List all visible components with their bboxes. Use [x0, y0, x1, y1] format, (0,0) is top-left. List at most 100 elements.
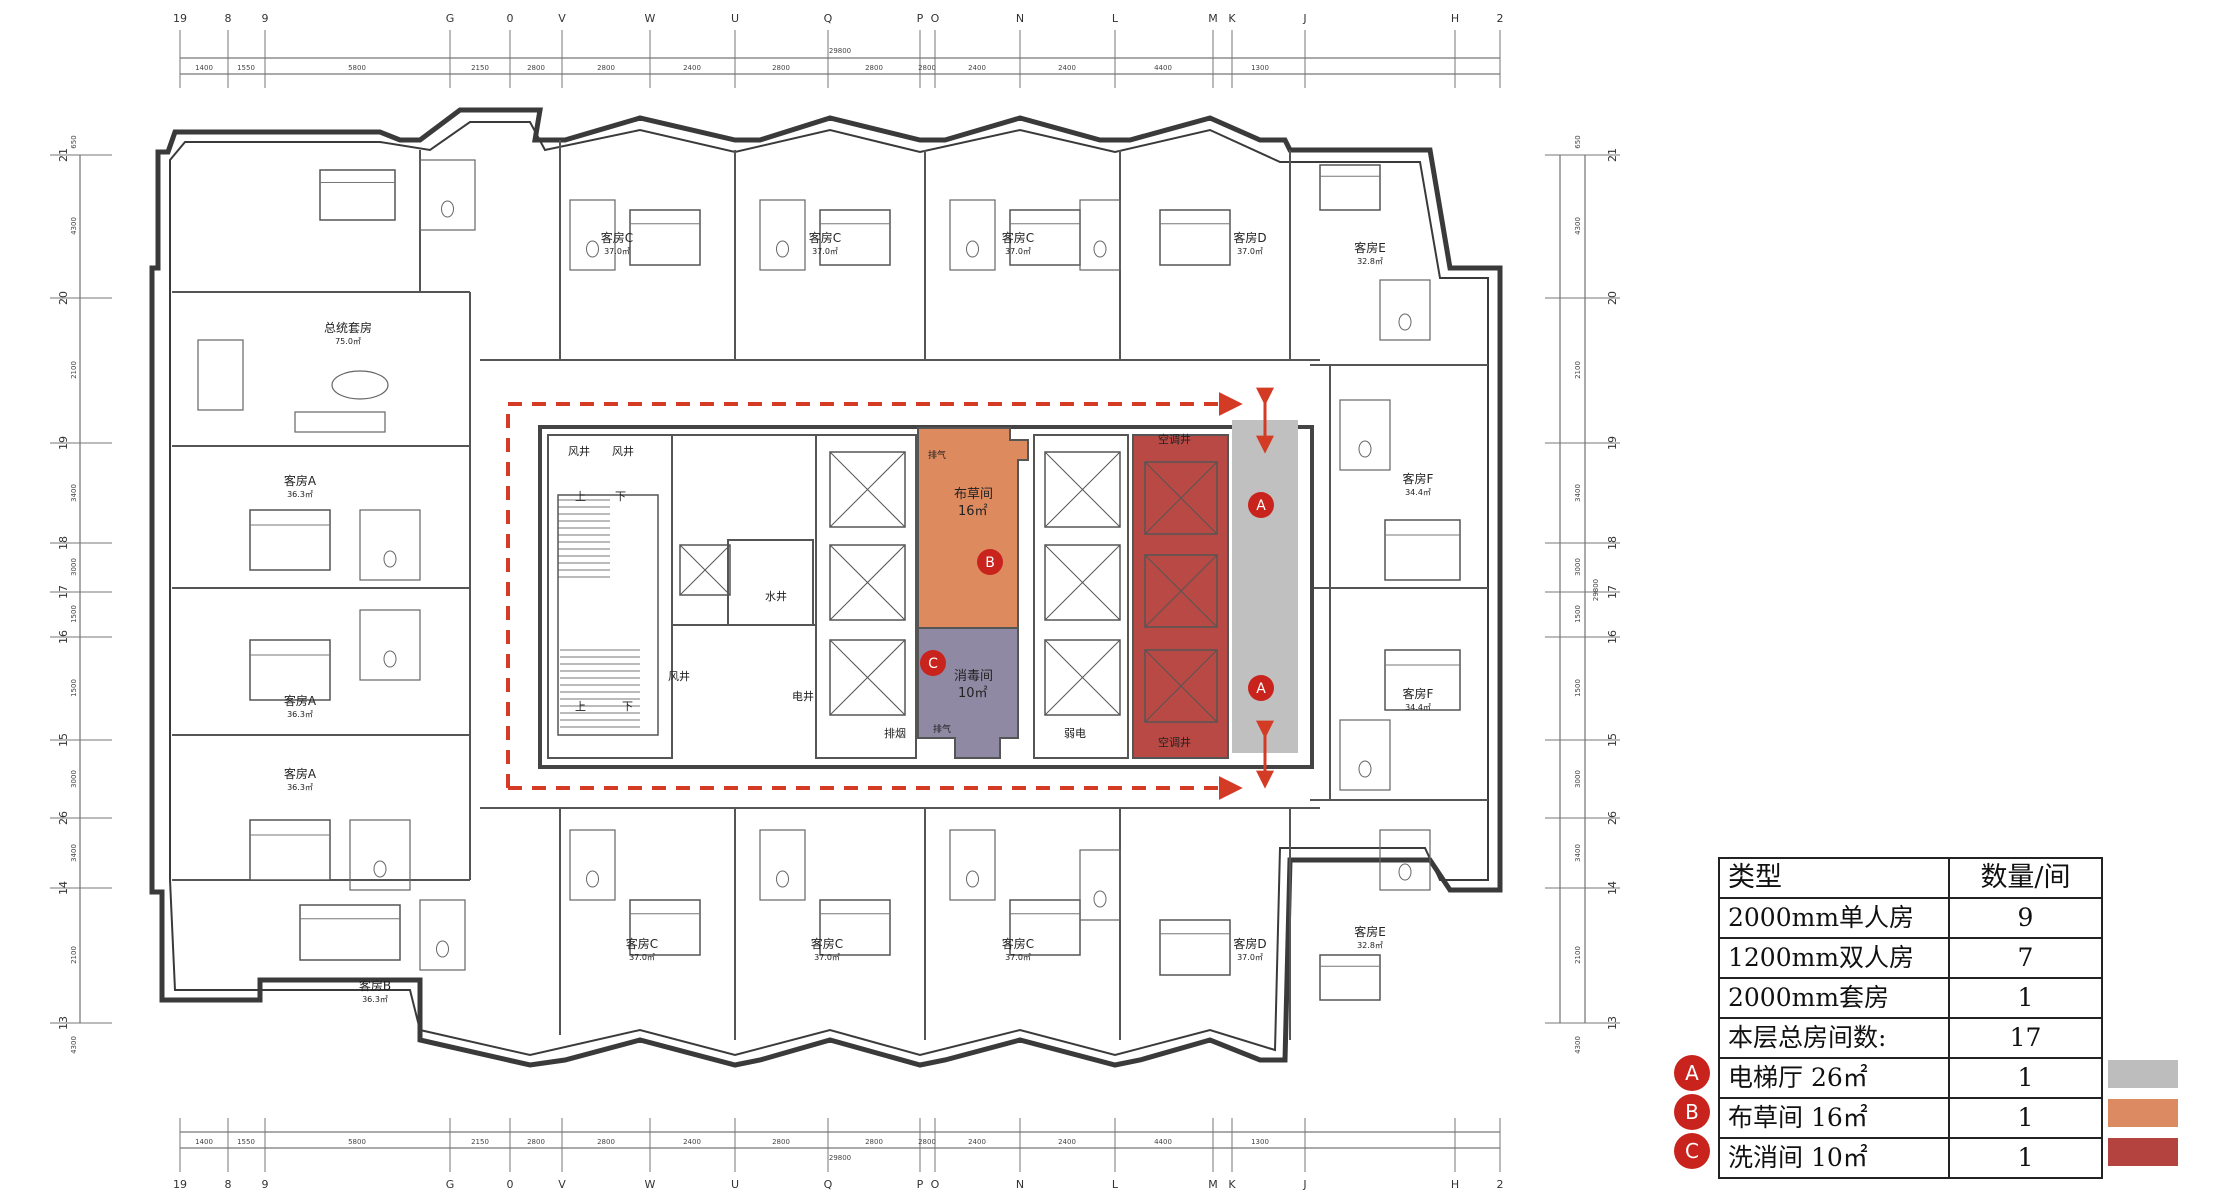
grid-axis-label-bottom: 9 — [262, 1178, 269, 1191]
dimension-bottom: 2400 — [968, 1138, 986, 1146]
toilet — [1398, 313, 1412, 331]
room-name: 客房C — [809, 230, 841, 245]
wind-shaft-1: 风井 — [568, 444, 590, 458]
dimension-left: 1500 — [70, 679, 78, 697]
room-labels: 客房C 37.0㎡ 客房C 37.0㎡ 客房C 37.0㎡ 客房D 37.0㎡ … — [284, 230, 1434, 1004]
dimension-left: 3000 — [70, 558, 78, 576]
dimension-left: 3400 — [70, 484, 78, 502]
room-area: 75.0㎡ — [335, 337, 361, 346]
grid-axis-label-left: 17 — [57, 585, 70, 599]
smoke-label: 排烟 — [884, 726, 906, 740]
row-value: 1 — [1948, 1057, 2103, 1099]
exhaust-2: 排气 — [933, 723, 951, 735]
grid-axis-label-right: 26 — [1606, 811, 1619, 825]
toilet — [1093, 890, 1107, 908]
dimension-right: 2100 — [1574, 361, 1582, 379]
room-area: 34.4㎡ — [1405, 488, 1431, 497]
bathroom — [349, 819, 411, 891]
bed — [249, 509, 331, 571]
bathroom — [569, 829, 616, 901]
legend-swatch-disinfection-room — [2108, 1138, 2178, 1166]
stairwell — [557, 494, 659, 736]
grid-axis-label-left: 13 — [57, 1016, 70, 1030]
table-row: 2000mm单人房 9 — [1718, 897, 2103, 939]
row-label: 1200mm双人房 — [1718, 937, 1950, 979]
partitions — [172, 140, 1488, 1040]
dimension-top: 1550 — [237, 64, 255, 72]
grid-axis-label-top: J — [1302, 12, 1306, 25]
dimension-bottom: 2400 — [1058, 1138, 1076, 1146]
bed — [629, 209, 701, 266]
dimension-right: 1500 — [1574, 605, 1582, 623]
dimension-left: 3400 — [70, 844, 78, 862]
grid-axis-label-right: 16 — [1606, 630, 1619, 644]
toilet — [586, 240, 599, 258]
bed — [1319, 164, 1381, 211]
ac-shaft-2: 空调井 — [1158, 735, 1191, 749]
sofa — [294, 411, 386, 433]
bed — [1009, 209, 1081, 266]
grid-axis-label-bottom: U — [731, 1178, 739, 1191]
grid-axis-label-top: Q — [824, 12, 833, 25]
room-name: 客房C — [1002, 230, 1034, 245]
elevator-shaft — [829, 451, 906, 528]
grid-axis-label-left: 19 — [57, 436, 70, 450]
room-name: 客房A — [284, 766, 317, 781]
dimension-bottom: 2150 — [471, 1138, 489, 1146]
dimension-right: 2100 — [1574, 946, 1582, 964]
room-area: 34.4㎡ — [1405, 703, 1431, 712]
legend-swatch-elevator-hall — [2108, 1060, 2178, 1088]
grid-axis-label-left: 14 — [57, 881, 70, 895]
bed — [1009, 899, 1081, 956]
grid-axis-label-top: 2 — [1497, 12, 1504, 25]
grid-axis-label-bottom: W — [645, 1178, 656, 1191]
room-area: 37.0㎡ — [1005, 247, 1031, 256]
dimension-top: 2800 — [527, 64, 545, 72]
elevator-shaft — [1044, 544, 1121, 621]
grid-axis-label-left: 15 — [57, 733, 70, 747]
bed — [1159, 209, 1231, 266]
grid-axis-label-top: K — [1228, 12, 1236, 25]
room-name: 客房D — [1233, 230, 1266, 245]
dimension-left: 1500 — [70, 605, 78, 623]
dimension-left: 2100 — [70, 946, 78, 964]
grid-axis-label-top: N — [1016, 12, 1024, 25]
toilet — [383, 650, 397, 668]
dimension-left: 2100 — [70, 361, 78, 379]
dimension-bottom: 1400 — [195, 1138, 213, 1146]
service-core — [538, 420, 1314, 769]
table-row: 2000mm套房 1 — [1718, 977, 2103, 1019]
bathroom — [1379, 279, 1431, 341]
room-name: 客房E — [1354, 924, 1386, 939]
room-name: 客房B — [359, 978, 391, 993]
dimension-right-total: 29800 — [1592, 579, 1600, 601]
grid-axis-label-top: V — [558, 12, 566, 25]
row-label: 布草间 16㎡ — [1718, 1097, 1950, 1139]
room-area: 37.0㎡ — [604, 247, 630, 256]
grid-axis-label-bottom: 19 — [173, 1178, 187, 1191]
grid-axis-label-top: 19 — [173, 12, 187, 25]
row-value: 17 — [1948, 1017, 2103, 1059]
bed — [819, 209, 891, 266]
room-area: 32.8㎡ — [1357, 257, 1383, 266]
bathroom — [759, 199, 806, 271]
bed — [1159, 919, 1231, 976]
bed — [249, 819, 331, 881]
dimension-top: 5800 — [348, 64, 366, 72]
marker-b-text: B — [985, 555, 995, 571]
dimension-top: 1300 — [1251, 64, 1269, 72]
grid-axis-label-top: H — [1451, 12, 1459, 25]
room-area: 37.0㎡ — [629, 953, 655, 962]
dimension-top: 2150 — [471, 64, 489, 72]
elevator-shaft — [1044, 451, 1121, 528]
stair-up-label: 上 — [575, 490, 586, 503]
dimension-bottom: 2800 — [527, 1138, 545, 1146]
grid-axis-label-top: L — [1112, 12, 1119, 25]
stair-up-label-2: 上 — [575, 700, 586, 713]
bed — [629, 899, 701, 956]
grid-axis-label-right: 17 — [1606, 585, 1619, 599]
grid-axis-label-top: P — [917, 12, 924, 25]
elevator-shafts — [557, 451, 1218, 736]
marker-a-1-text: A — [1256, 498, 1266, 514]
bed — [319, 169, 396, 221]
